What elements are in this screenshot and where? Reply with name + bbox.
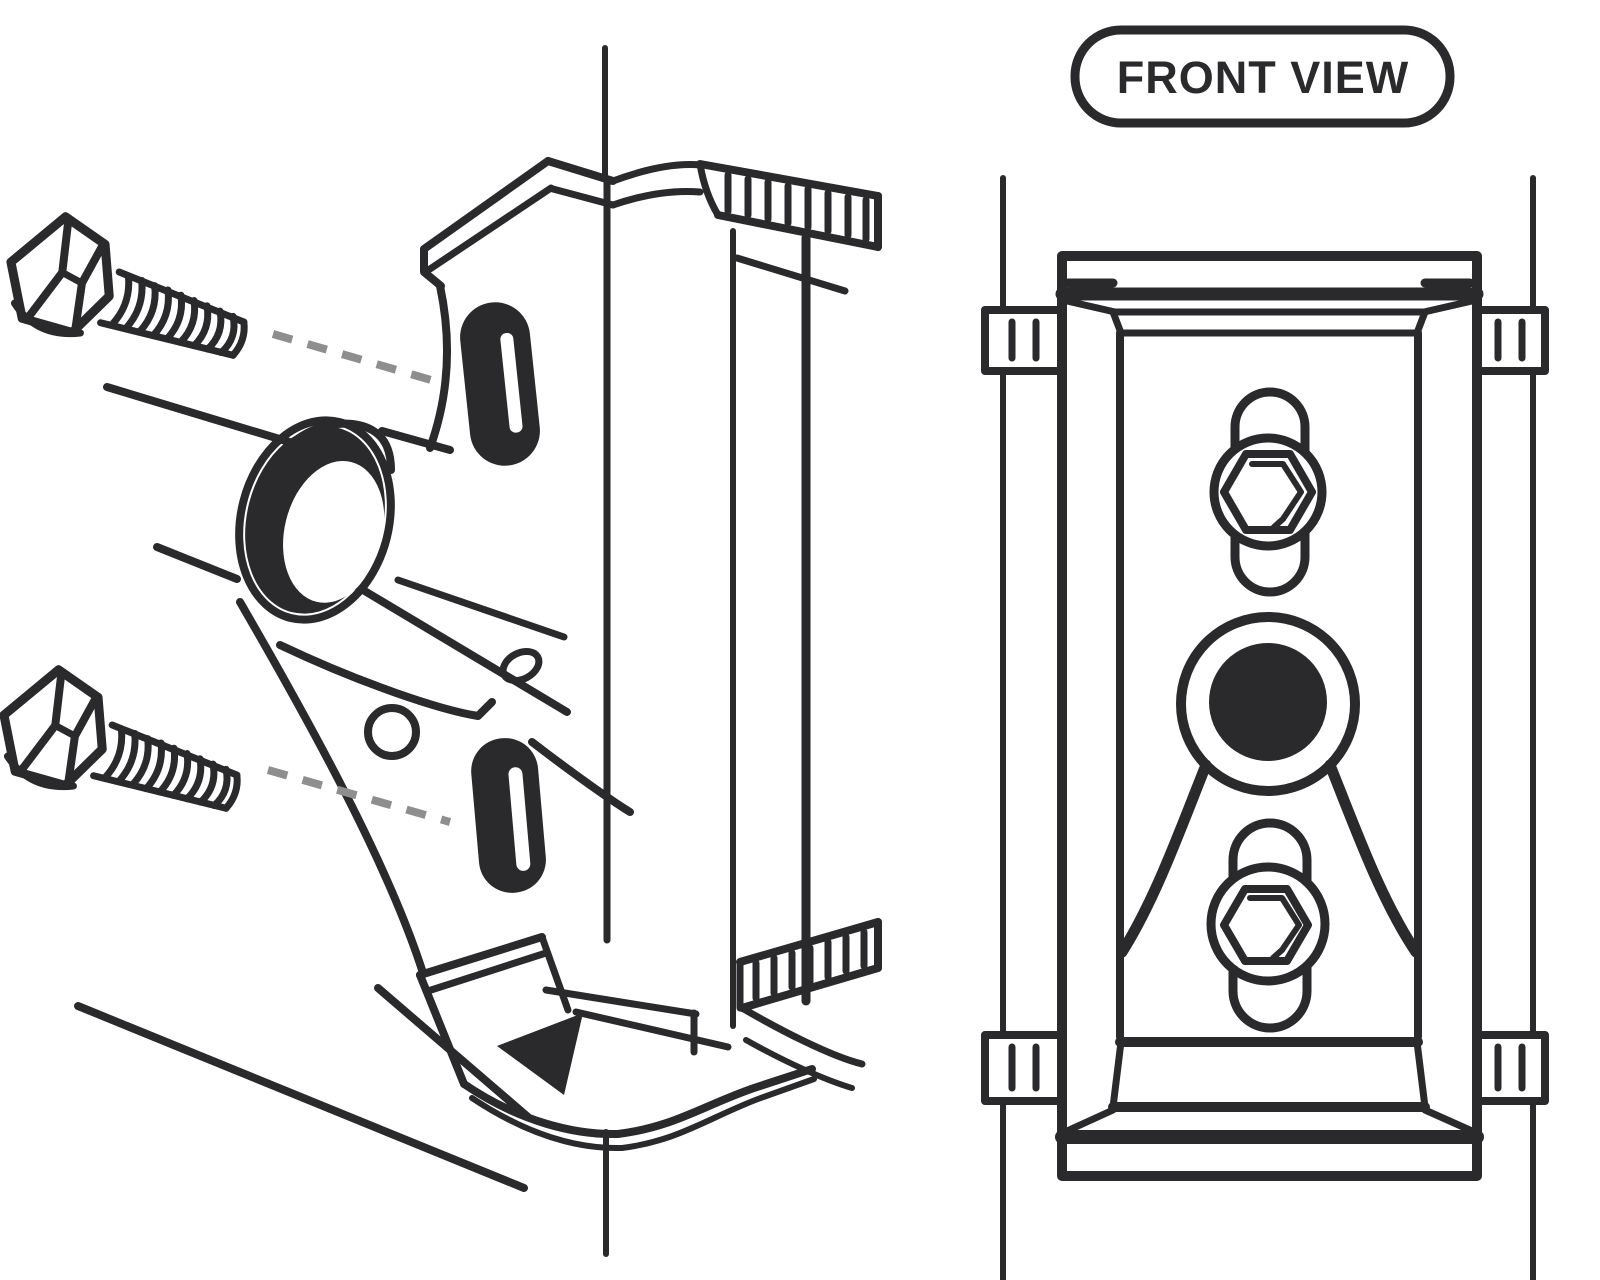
- hex-bolt-top: [6, 212, 248, 359]
- bracket-hole-oblique: [499, 647, 543, 685]
- front-view-label: FRONT VIEW: [1117, 52, 1409, 103]
- hose-clamp-strap-top: [609, 160, 882, 295]
- strap-tab-top-right: [1473, 306, 1549, 375]
- slot-top: [460, 302, 540, 466]
- bracket-bottom-structure: [1055, 1038, 1484, 1144]
- hex-bolt-bottom: [0, 665, 241, 812]
- collar-socket: [235, 416, 395, 624]
- bracket-top-structure: [1055, 278, 1484, 337]
- strap-tab-bottom-left: [981, 1031, 1066, 1105]
- mounting-bracket-plate: [236, 157, 634, 977]
- bracket-hole-round: [364, 704, 420, 760]
- exploded-view: [0, 45, 882, 1257]
- front-slot-bottom: [1206, 818, 1330, 1033]
- bracket-inner-face: [1115, 329, 1423, 1047]
- hose-clamp-strap-bottom: [736, 918, 882, 1091]
- front-slot-top: [1209, 387, 1327, 597]
- front-view: FRONT VIEW: [981, 25, 1549, 1280]
- dashed-leader-bottom: [266, 766, 452, 826]
- dashed-leader-top: [271, 330, 440, 386]
- boom-socket: [1176, 612, 1360, 796]
- front-view-label-pill: FRONT VIEW: [1070, 25, 1455, 128]
- bottom-flange: [74, 933, 817, 1192]
- strap-tab-bottom-right: [1473, 1031, 1549, 1105]
- slot-bottom: [471, 738, 546, 893]
- mast-line: [602, 45, 811, 1257]
- strap-tab-top-left: [981, 306, 1066, 375]
- gusset-legs: [1116, 759, 1422, 958]
- flange-arrow-shadow: [497, 1013, 583, 1095]
